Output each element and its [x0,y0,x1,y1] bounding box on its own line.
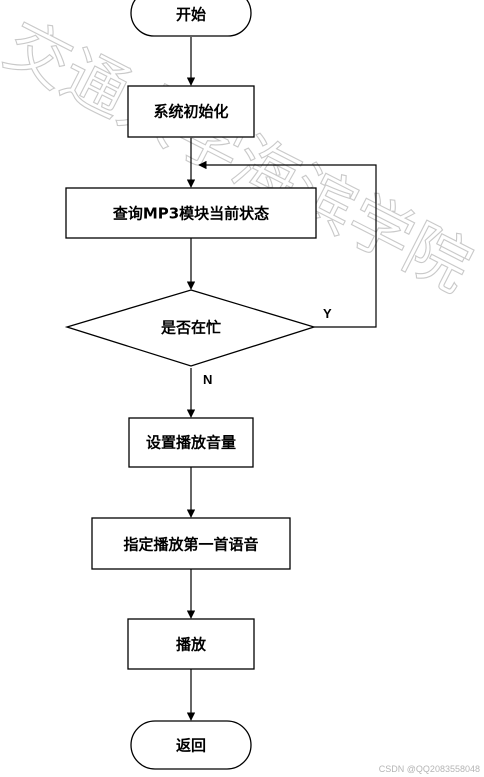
decision-label: 是否在忙 [160,319,221,337]
play-node: 播放 [127,618,255,670]
watermark: 交通大学海滨学院 [0,8,483,307]
decision-node: 是否在忙 [64,289,317,367]
connectors [186,37,377,721]
return-node: 返回 [130,720,252,770]
play-label: 播放 [176,636,207,654]
edge-label-no: N [203,372,212,387]
watermark-text: 交通大学海滨学院 [0,8,483,306]
first-track-node: 指定播放第一首语音 [91,517,291,570]
edge-label-yes: Y [323,306,332,321]
query-label: 查询MP3模块当前状态 [113,205,269,223]
credit-text: CSDN @QQ2083558048 [379,764,480,774]
query-node: 查询MP3模块当前状态 [65,187,317,239]
init-label: 系统初始化 [153,103,228,121]
volume-node: 设置播放音量 [128,417,254,468]
start-label: 开始 [176,6,206,24]
first-track-label: 指定播放第一首语音 [123,536,258,554]
return-label: 返回 [176,737,206,755]
start-node: 开始 [130,0,252,37]
init-node: 系统初始化 [127,85,255,138]
volume-label: 设置播放音量 [146,434,236,452]
edge-decision-yes-loop [198,160,377,328]
